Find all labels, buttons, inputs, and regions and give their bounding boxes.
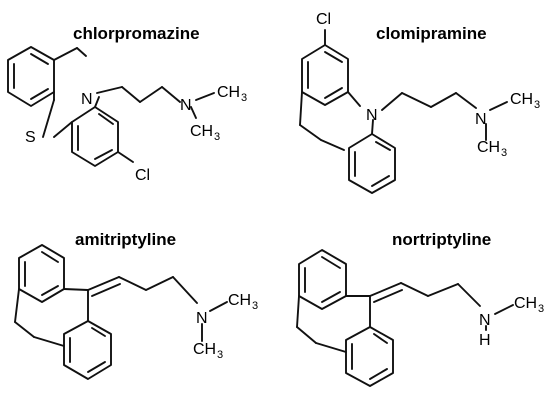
amitriptyline-structure: amitriptyline N CH 3 CH 3 — [14, 230, 258, 380]
methyl-top: CH — [510, 91, 533, 108]
nortriptyline-title: nortriptyline — [392, 230, 491, 249]
nortriptyline-structure: nortriptyline N H CH 3 — [296, 230, 544, 387]
methyl-top-subscript: 3 — [252, 300, 258, 312]
clomipramine-structure: clomipramine Cl N N CH 3 CH 3 — [299, 11, 540, 194]
sulfur-atom: S — [25, 129, 36, 146]
amine-nitrogen-atom: N — [479, 312, 491, 329]
lower-benzene-ring — [348, 133, 396, 194]
methyl-top-subscript: 3 — [241, 92, 247, 104]
methyl-top: CH — [217, 84, 240, 101]
methyl-bottom: CH — [477, 139, 500, 156]
methyl-top-subscript: 3 — [538, 303, 544, 315]
methyl-top-subscript: 3 — [534, 99, 540, 111]
amine-hydrogen-atom: H — [479, 332, 491, 349]
upper-left-ring — [298, 249, 347, 310]
amine-nitrogen-atom: N — [475, 111, 487, 128]
methyl-bottom: CH — [190, 123, 213, 140]
amine-nitrogen-atom: N — [180, 97, 192, 114]
chlorine-atom: Cl — [135, 167, 150, 184]
chlorpromazine-structure: chlorpromazine S N N Cl CH 3 CH 3 — [7, 24, 247, 184]
chlorine-atom: Cl — [316, 11, 331, 28]
clomipramine-title: clomipramine — [376, 24, 487, 43]
chlorpromazine-title: chlorpromazine — [73, 24, 200, 43]
nitrogen-atom: N — [81, 91, 93, 108]
lower-ring — [63, 320, 112, 380]
upper-benzene-ring — [301, 44, 349, 106]
methyl-top: CH — [228, 292, 251, 309]
methyl-top: CH — [514, 295, 537, 312]
amine-nitrogen-atom: N — [196, 310, 208, 327]
methyl-bottom-subscript: 3 — [501, 147, 507, 159]
methyl-bottom-subscript: 3 — [214, 131, 220, 143]
methyl-bottom-subscript: 3 — [217, 349, 223, 361]
ring-nitrogen-atom: N — [366, 107, 378, 124]
amitriptyline-title: amitriptyline — [75, 230, 176, 249]
upper-left-ring — [18, 244, 65, 303]
methyl-bottom: CH — [193, 341, 216, 358]
lower-ring — [345, 326, 394, 387]
